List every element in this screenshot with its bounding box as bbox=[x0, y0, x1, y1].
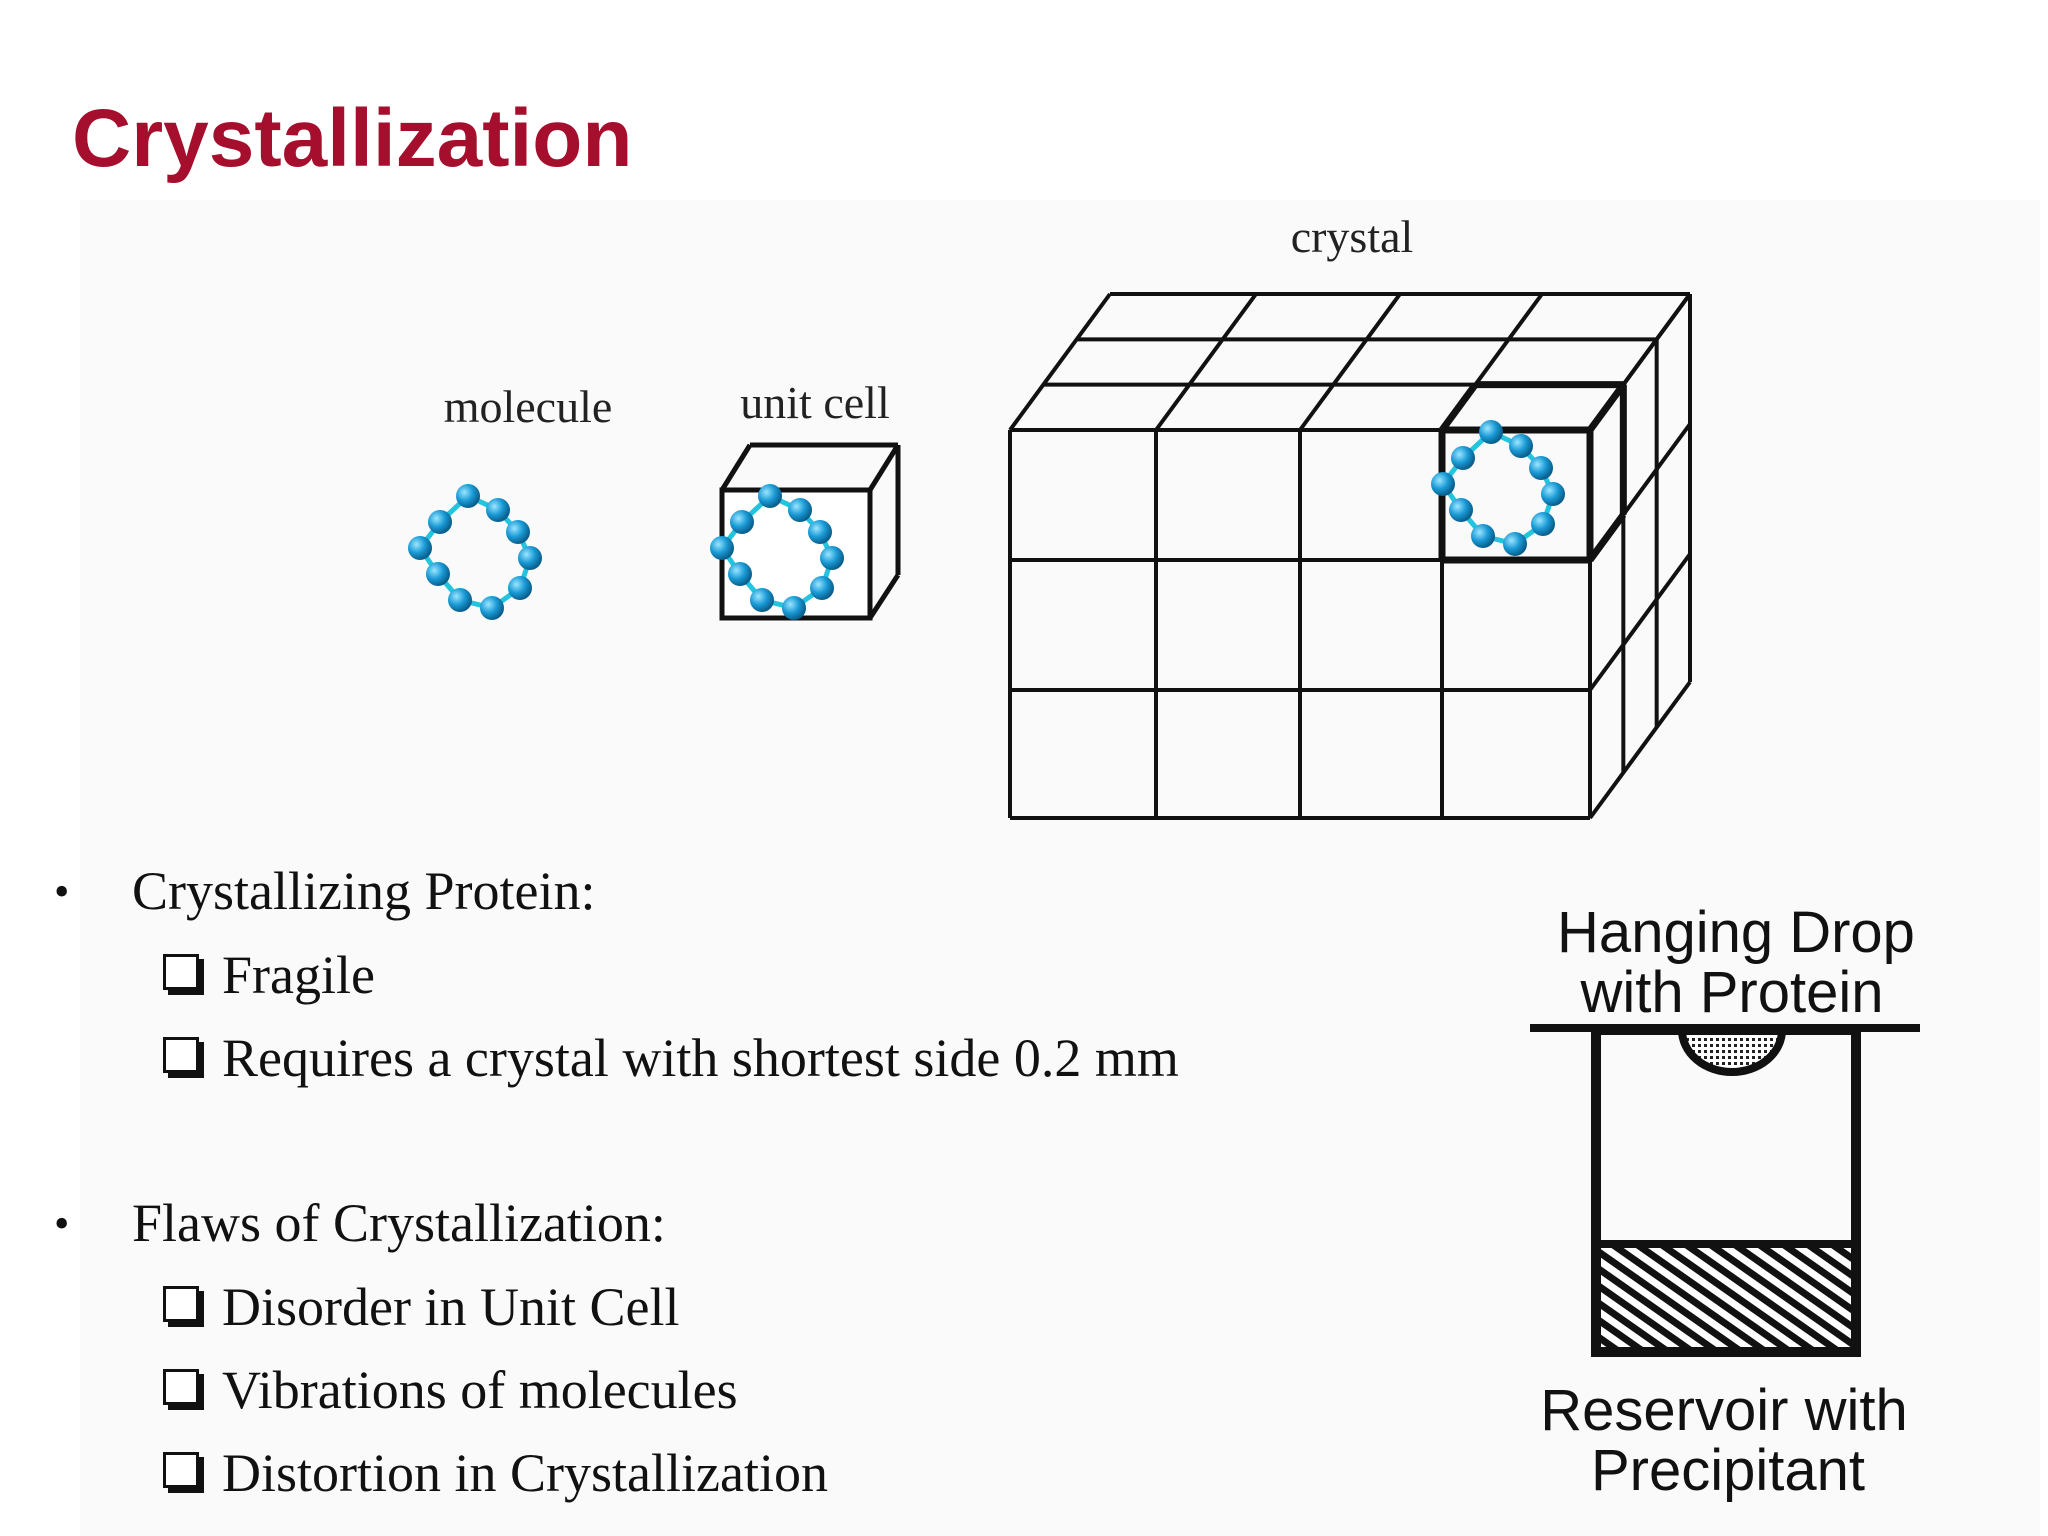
checkbox-square-icon bbox=[163, 1286, 199, 1322]
crystal-molecule-icon bbox=[1431, 420, 1565, 556]
sub-bullet-item: Requires a crystal with shortest side 0.… bbox=[50, 1027, 1350, 1110]
bullet-text: Flaws of Crystallization: bbox=[132, 1193, 666, 1253]
hanging-drop-label-2: with Protein bbox=[1579, 960, 1883, 1025]
slide-title: Crystallization bbox=[72, 93, 633, 184]
bullet-dot: • bbox=[54, 867, 70, 916]
checkbox-square-icon bbox=[163, 954, 199, 990]
crystal-label: crystal bbox=[1291, 211, 1414, 262]
crystal-lattice bbox=[1008, 292, 1692, 820]
checkbox-square-icon bbox=[163, 1037, 199, 1073]
sub-bullet-item: Fragile bbox=[50, 944, 1350, 1027]
sub-bullet-item: Disorder in Unit Cell bbox=[50, 1276, 1350, 1359]
checkbox-square-icon bbox=[163, 1452, 199, 1488]
checkbox-square-icon bbox=[163, 1369, 199, 1405]
hanging-drop-apparatus bbox=[1530, 1024, 1920, 1357]
bullet-text: Crystallizing Protein: bbox=[132, 861, 596, 921]
sub-bullet-text: Vibrations of molecules bbox=[222, 1360, 738, 1420]
bullet-item: • Flaws of Crystallization: bbox=[50, 1192, 1350, 1276]
sub-bullet-item: Vibrations of molecules bbox=[50, 1359, 1350, 1442]
unit-cell-molecule-icon bbox=[710, 484, 844, 620]
sub-bullet-text: Disorder in Unit Cell bbox=[222, 1277, 680, 1337]
bullet-item: • Crystallizing Protein: bbox=[50, 860, 1350, 944]
bullet-list: • Crystallizing Protein: Fragile Require… bbox=[50, 860, 1350, 1525]
reservoir-label-1: Reservoir with bbox=[1540, 1378, 1907, 1443]
sub-bullet-text: Distortion in Crystallization bbox=[222, 1443, 828, 1503]
sub-bullet-text: Fragile bbox=[222, 945, 375, 1005]
unit-cell-label: unit cell bbox=[740, 377, 889, 428]
reservoir-label-2: Precipitant bbox=[1591, 1438, 1865, 1503]
sub-bullet-text: Requires a crystal with shortest side 0.… bbox=[222, 1028, 1179, 1088]
molecule-label: molecule bbox=[444, 381, 613, 432]
molecule-icon bbox=[408, 484, 542, 620]
bullet-dot: • bbox=[54, 1199, 70, 1248]
hanging-drop-label-1: Hanging Drop bbox=[1557, 900, 1915, 965]
sub-bullet-item: Distortion in Crystallization bbox=[50, 1442, 1350, 1525]
